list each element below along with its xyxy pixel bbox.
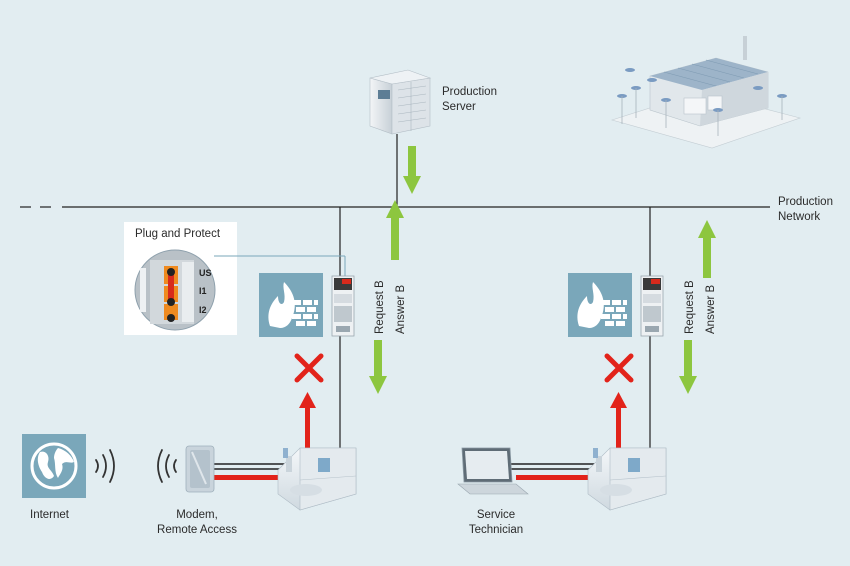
- globe-icon: [22, 434, 86, 498]
- wireless-waves-icon-modem: [157, 449, 177, 483]
- terminal-us-label: US: [199, 268, 212, 278]
- request-b-label-right: Request B: [684, 280, 696, 334]
- answer-b-label-right: Answer B: [705, 284, 717, 334]
- answer-b-label-left: Answer B: [395, 284, 407, 334]
- server-icon: [369, 69, 432, 135]
- terminal-i2-label: I2: [199, 305, 207, 315]
- green-arrow-down-left: [369, 340, 387, 394]
- green-arrow-up-left: [386, 200, 404, 260]
- security-router-icon: [331, 275, 355, 337]
- production-server-label: Production Server: [442, 86, 497, 113]
- cables: [214, 463, 598, 470]
- green-arrow-down-right: [679, 340, 697, 394]
- machine-icon-right: [587, 447, 667, 511]
- green-arrow-server-down: [403, 146, 421, 194]
- modem-icon: [185, 445, 215, 493]
- request-b-label-left: Request B: [374, 280, 386, 334]
- red-access-path-left: [214, 392, 316, 480]
- plug-and-protect-callout: [124, 222, 346, 335]
- green-arrow-up-right: [698, 220, 716, 278]
- wireless-waves-icon: [95, 449, 115, 483]
- firewall-icon: [259, 273, 323, 337]
- service-technician-label: Service Technician: [468, 509, 524, 536]
- firewall-icon-right: [568, 273, 632, 337]
- terminal-i1-label: I1: [199, 286, 207, 296]
- factory-icon: [610, 36, 802, 149]
- plug-and-protect-title: Plug and Protect: [135, 228, 221, 240]
- machine-icon: [277, 447, 357, 511]
- production-network-label: Production Network: [778, 196, 833, 223]
- security-router-icon-right: [640, 275, 664, 337]
- laptop-icon: [457, 447, 529, 495]
- blocked-x-icon-right: [604, 353, 634, 383]
- modem-label: Modem, Remote Access: [157, 509, 237, 536]
- blocked-x-icon: [294, 353, 324, 383]
- red-access-path-right: [516, 392, 627, 480]
- internet-label: Internet: [30, 509, 69, 521]
